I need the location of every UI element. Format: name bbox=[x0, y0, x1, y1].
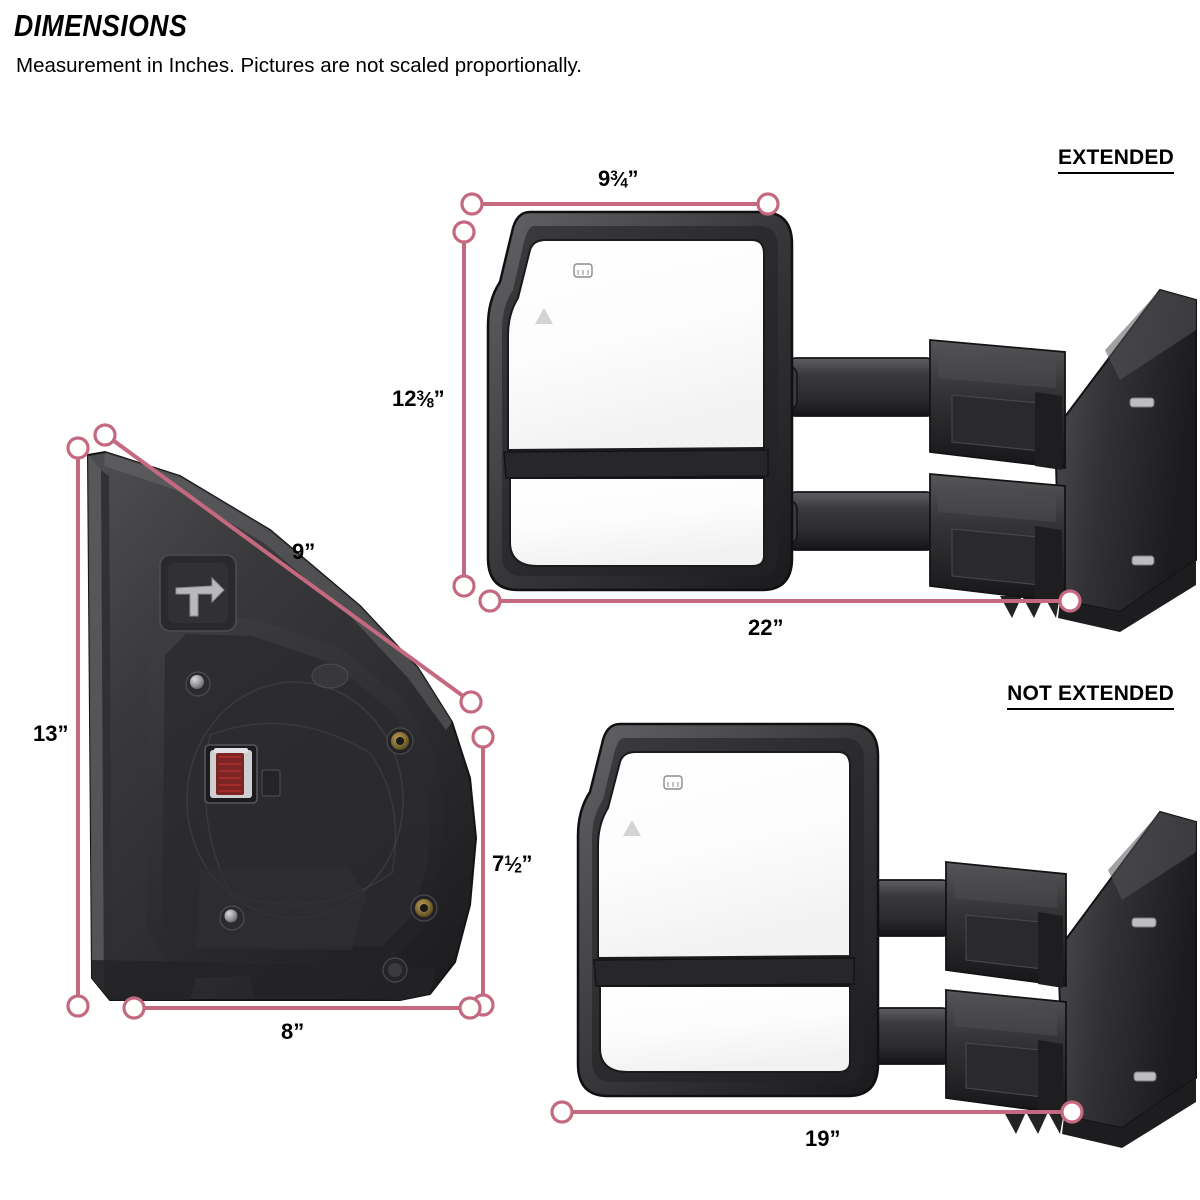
t-clip-retainer bbox=[159, 554, 237, 632]
dim-label-housing-base-width: 8” bbox=[281, 1019, 305, 1044]
defrost-grid-icon bbox=[573, 263, 593, 278]
dim-label-mirror-head-width: 93⁄4” bbox=[598, 166, 638, 191]
fastener-bolt-top bbox=[185, 671, 211, 697]
mirror-housing-frame bbox=[486, 210, 794, 592]
lower-telescoping-arm bbox=[774, 473, 1066, 604]
page-subtitle: Measurement in Inches. Pictures are not … bbox=[16, 54, 582, 77]
tow-mirror-extended bbox=[486, 210, 1197, 632]
blind-spot-triangle-icon-2 bbox=[623, 820, 641, 836]
fastener-grommet-right bbox=[386, 727, 414, 755]
door-mounting-bracket-2 bbox=[1004, 810, 1197, 1148]
section-heading-extended: EXTENDED bbox=[1058, 146, 1174, 174]
dim-label-assembly-width-extended: 22” bbox=[748, 615, 784, 640]
wiring-connector bbox=[204, 744, 258, 804]
fastener-grommet-bottom-center bbox=[382, 957, 408, 983]
upper-telescoping-arm bbox=[774, 339, 1066, 470]
dim-label-mirror-head-height: 123⁄8” bbox=[392, 386, 445, 411]
tow-mirror-not-extended bbox=[576, 722, 1197, 1148]
fastener-bolt-bottom-left bbox=[219, 905, 245, 931]
blind-spot-triangle-icon bbox=[535, 308, 553, 324]
section-heading-not-extended: NOT EXTENDED bbox=[1007, 682, 1174, 710]
door-mounting-bracket bbox=[1000, 288, 1197, 632]
dim-label-housing-right-height: 71⁄2” bbox=[492, 851, 532, 876]
mirror-housing-frame-2 bbox=[576, 722, 880, 1098]
page-title: DIMENSIONS bbox=[14, 8, 188, 43]
fastener-grommet-bottom-right bbox=[410, 894, 438, 922]
dim-label-housing-height: 13” bbox=[33, 721, 69, 746]
lower-telescoping-arm-2 bbox=[855, 989, 1067, 1116]
upper-telescoping-arm-2 bbox=[855, 861, 1067, 988]
defrost-grid-icon-2 bbox=[663, 775, 683, 790]
dim-label-housing-diagonal: 9” bbox=[292, 539, 316, 564]
dim-label-assembly-width-not-extended: 19” bbox=[805, 1126, 841, 1151]
mounting-gasket-plate bbox=[86, 450, 478, 1001]
